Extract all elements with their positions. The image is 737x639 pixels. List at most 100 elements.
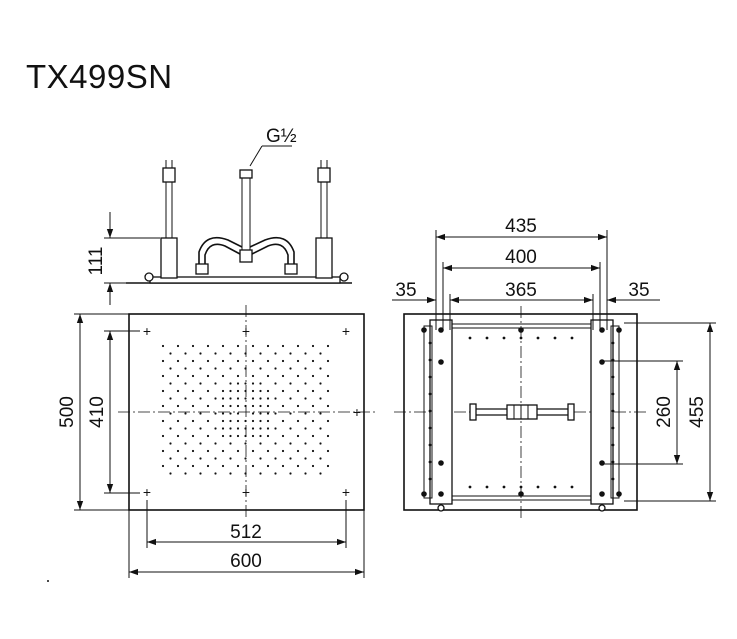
- mounting-screw: [518, 327, 524, 333]
- nozzle: [176, 389, 180, 393]
- nozzle: [296, 419, 300, 423]
- nozzle: [304, 457, 307, 460]
- nozzle: [206, 464, 210, 468]
- nozzle: [199, 427, 202, 430]
- nozzle: [259, 457, 262, 460]
- nozzle: [221, 344, 225, 348]
- nozzle: [311, 374, 315, 378]
- nozzle: [244, 427, 247, 430]
- nozzle: [251, 374, 255, 378]
- rail-hole: [428, 341, 432, 345]
- back-height-260: 260: [654, 396, 675, 428]
- nozzle: [266, 359, 270, 363]
- nozzle: [206, 359, 210, 363]
- nozzle: [206, 374, 210, 378]
- nozzle: [274, 427, 277, 430]
- nozzle: [319, 367, 322, 370]
- plate-hole: [485, 485, 489, 489]
- nozzle: [244, 382, 247, 385]
- nozzle: [296, 404, 300, 408]
- nozzle: [326, 449, 330, 453]
- nozzle: [176, 344, 180, 348]
- rail-hole: [428, 409, 432, 413]
- nozzle: [214, 442, 217, 445]
- nozzle: [199, 367, 202, 370]
- nozzle: [221, 389, 225, 393]
- nozzle: [289, 472, 292, 475]
- nozzle: [289, 457, 292, 460]
- nozzle: [304, 427, 307, 430]
- back-offset-left: 35: [395, 280, 416, 301]
- nozzle: [229, 382, 232, 385]
- nozzle: [311, 419, 315, 423]
- nozzle: [199, 397, 202, 400]
- mounting-screw: [438, 491, 444, 497]
- rail-hole: [611, 341, 615, 345]
- nozzle: [266, 427, 270, 430]
- rail-hole: [428, 477, 432, 481]
- nozzle: [259, 352, 262, 355]
- nozzle: [244, 389, 247, 393]
- nozzle: [251, 434, 255, 438]
- nozzle: [206, 434, 210, 438]
- svg-text:+: +: [342, 323, 350, 339]
- nozzle: [169, 367, 172, 370]
- nozzle: [184, 472, 187, 475]
- nozzle: [311, 434, 315, 438]
- nozzle: [244, 367, 247, 370]
- nozzle: [304, 412, 307, 415]
- nozzle: [319, 472, 322, 475]
- nozzle: [214, 352, 217, 355]
- nozzle: [229, 434, 232, 438]
- nozzle: [199, 472, 202, 475]
- nozzle: [259, 427, 262, 430]
- back-offset-right: 35: [628, 280, 649, 301]
- nozzle: [296, 389, 300, 393]
- nozzle: [281, 434, 285, 438]
- nozzle: [259, 389, 262, 393]
- nozzle: [311, 389, 315, 393]
- nozzle: [266, 389, 270, 393]
- nozzle: [244, 397, 247, 400]
- nozzle: [274, 442, 277, 445]
- nozzle: [259, 419, 262, 423]
- nozzle: [229, 389, 232, 393]
- nozzle: [281, 419, 285, 423]
- nozzle: [251, 412, 255, 415]
- nozzle: [206, 419, 210, 423]
- rail-hole: [428, 443, 432, 447]
- side-height-label: 111: [86, 247, 107, 276]
- nozzle: [184, 457, 187, 460]
- nozzle: [296, 449, 300, 453]
- nozzle: [326, 344, 330, 348]
- rail-hole: [428, 358, 432, 362]
- nozzle: [221, 404, 225, 408]
- front-width-inner: 512: [230, 522, 262, 543]
- nozzle: [169, 472, 172, 475]
- nozzle: [251, 464, 255, 468]
- nozzle: [161, 404, 165, 408]
- back-height-455: 455: [687, 396, 708, 428]
- mounting-screw: [599, 327, 605, 333]
- nozzle: [311, 359, 315, 363]
- nozzle: [236, 449, 240, 453]
- nozzle: [259, 397, 262, 400]
- nozzle: [161, 449, 165, 453]
- nozzle: [274, 472, 277, 475]
- nozzle: [251, 449, 255, 453]
- model-title: TX499SN: [26, 58, 173, 95]
- nozzle: [214, 412, 217, 415]
- svg-text:+: +: [242, 484, 250, 500]
- plate-hole: [536, 485, 540, 489]
- nozzle: [326, 389, 330, 393]
- nozzle: [289, 352, 292, 355]
- mounting-screw: [518, 491, 524, 497]
- nozzle: [236, 359, 240, 363]
- nozzle: [274, 457, 277, 460]
- nozzle: [236, 382, 240, 385]
- nozzle: [176, 449, 180, 453]
- back-width-365: 365: [505, 280, 537, 301]
- nozzle: [266, 397, 270, 400]
- front-height-inner: 410: [87, 396, 108, 428]
